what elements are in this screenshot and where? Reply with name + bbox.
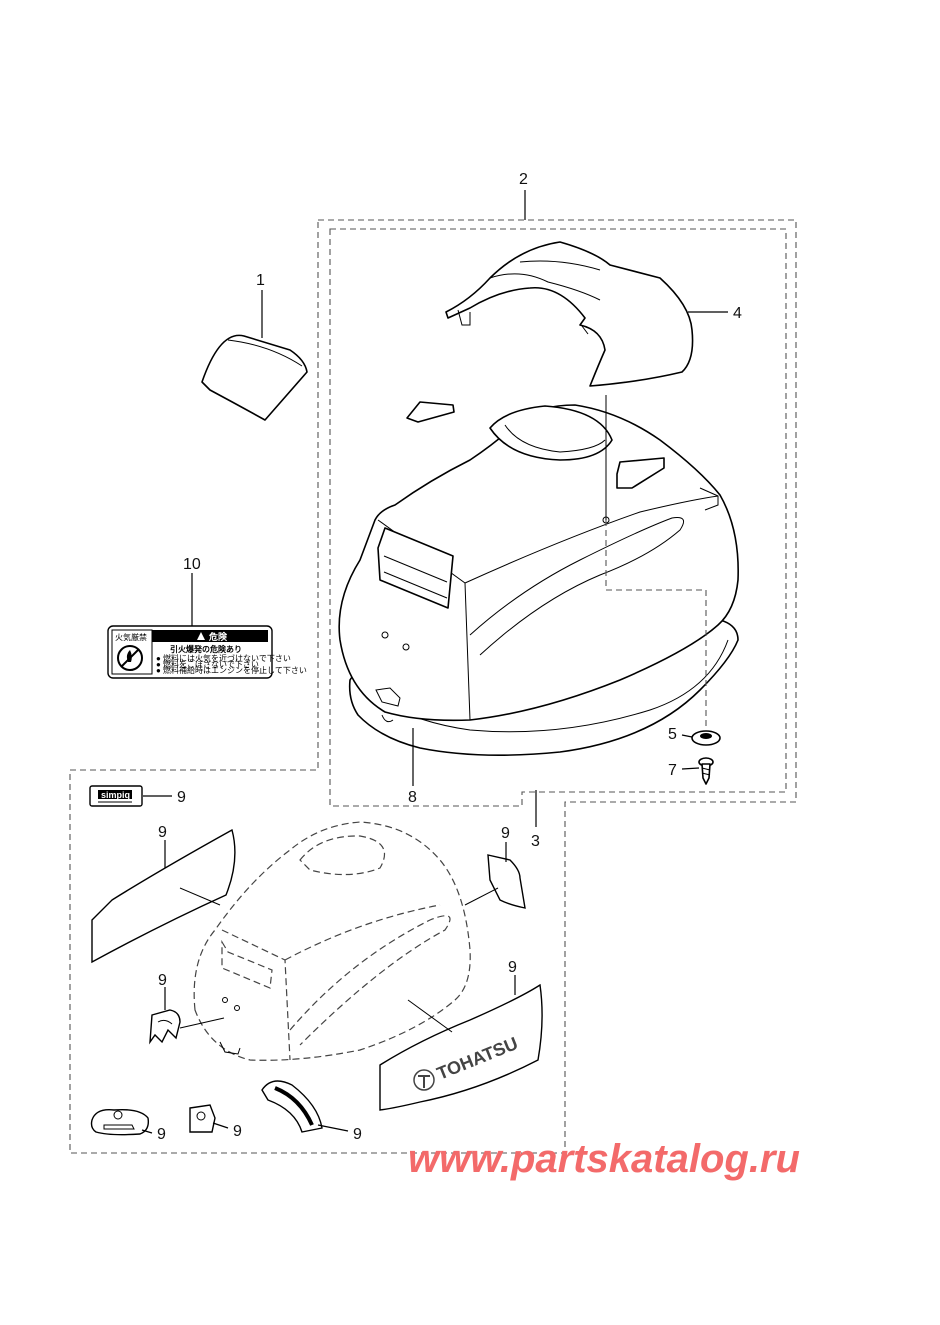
leader-9b-to-cover bbox=[179, 887, 221, 906]
warning-right-title: 危険 bbox=[208, 631, 228, 642]
part-1-top-pad bbox=[201, 334, 308, 421]
assembly-3-inner-box bbox=[329, 228, 787, 807]
callout-9f: 9 bbox=[157, 1126, 166, 1143]
watermark: www.partskatalog.ru bbox=[408, 1137, 800, 1181]
leader-5 bbox=[681, 734, 693, 738]
decal-9-throttle-decal bbox=[261, 1080, 323, 1133]
part-7-screw bbox=[698, 757, 714, 785]
simpiq-badge-text: simpiq bbox=[101, 790, 130, 800]
leader-7 bbox=[681, 767, 700, 770]
callout-10: 10 bbox=[183, 556, 201, 573]
assembly-2-outer-box bbox=[69, 219, 797, 1154]
callout-2: 2 bbox=[519, 171, 528, 188]
phantom-engine-cover bbox=[193, 821, 471, 1061]
decal-9-simpiq-badge: simpiq bbox=[89, 785, 143, 807]
callout-5: 5 bbox=[668, 726, 677, 743]
callout-9g: 9 bbox=[233, 1123, 242, 1140]
callout-4: 4 bbox=[733, 305, 742, 322]
decal-9-tohatsu-brand: TOHATSU bbox=[379, 983, 543, 1111]
callout-9b: 9 bbox=[158, 824, 167, 841]
part-4-rear-cover bbox=[445, 241, 694, 387]
decal-9-choke-decal bbox=[189, 1104, 216, 1133]
warning-headline: 引火爆発の危険あり bbox=[170, 644, 242, 654]
hidden-leader-to-5 bbox=[605, 520, 707, 730]
leader-9d-to-cover bbox=[407, 999, 453, 1033]
callout-3: 3 bbox=[531, 833, 540, 850]
callout-1: 1 bbox=[256, 272, 265, 289]
callout-9d: 9 bbox=[508, 959, 517, 976]
part-10-warning-label: 火気厳禁 危険 引火爆発の危険あり ● 燃料には火気を近づけないで下さい ● 燃… bbox=[107, 625, 307, 679]
leader-9f bbox=[141, 1129, 153, 1134]
warning-line-2: ● 燃料をこぼさないで下さい bbox=[156, 659, 259, 669]
decal-9-oval-decal bbox=[90, 1108, 150, 1136]
callout-9e: 9 bbox=[158, 972, 167, 989]
leader-9e-to-cover bbox=[179, 1017, 225, 1029]
part-3-engine-cover bbox=[338, 401, 739, 756]
part-5-washer bbox=[691, 730, 721, 746]
callout-8: 8 bbox=[408, 789, 417, 806]
leader-9g bbox=[212, 1122, 229, 1129]
warning-line-3: ● 燃料補給時はエンジンを停止して下さい bbox=[156, 665, 307, 675]
callout-7: 7 bbox=[668, 762, 677, 779]
leader-9c-to-cover bbox=[464, 887, 499, 906]
leader-9h bbox=[317, 1124, 349, 1132]
warning-triangle-icon bbox=[197, 632, 205, 640]
decal-9-right-piece bbox=[487, 854, 526, 909]
decal-9-left-stripe bbox=[91, 828, 236, 964]
warning-line-1: ● 燃料には火気を近づけないで下さい bbox=[156, 653, 291, 663]
callout-9c: 9 bbox=[501, 825, 510, 842]
callout-9h: 9 bbox=[353, 1126, 362, 1143]
warning-left-title: 火気厳禁 bbox=[115, 632, 147, 642]
decal-9-front-emblem bbox=[149, 1009, 181, 1045]
callout-9a: 9 bbox=[177, 789, 186, 806]
